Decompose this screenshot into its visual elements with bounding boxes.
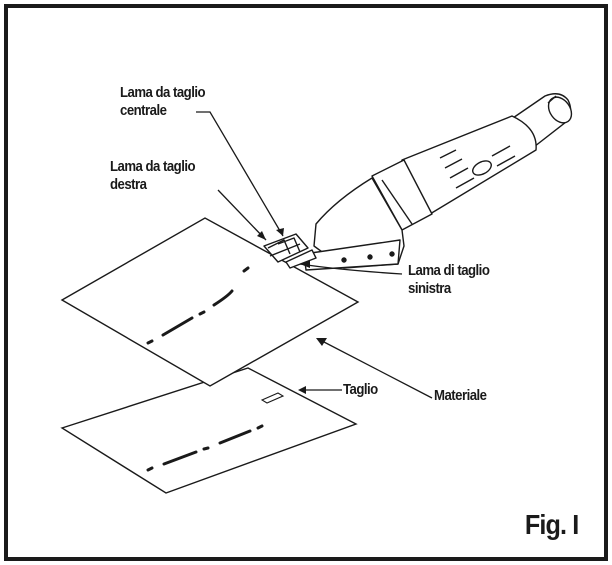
label-right-blade: Lama da taglio destra — [110, 158, 196, 194]
label-cut: Taglio — [343, 381, 378, 398]
lower-sheet — [60, 367, 358, 494]
upper-cut-line — [146, 266, 250, 345]
label-material: Materiale — [434, 387, 487, 404]
label-right-blade-line2: destra — [110, 176, 147, 193]
lower-cut-line — [146, 424, 264, 472]
arrowheads — [257, 228, 327, 394]
label-left-blade-line1: Lama di taglio — [408, 262, 490, 279]
air-shear-tool — [263, 93, 573, 271]
figure-number: Fig. I — [524, 509, 579, 540]
label-left-blade: Lama di taglio sinistra — [408, 262, 490, 298]
label-center-blade: Lama da taglio centrale — [120, 84, 206, 120]
label-left-blade-line2: sinistra — [408, 280, 451, 297]
label-center-blade-line1: Lama da taglio — [120, 84, 206, 101]
label-center-blade-line2: centrale — [120, 102, 167, 119]
upper-sheet — [60, 217, 360, 387]
label-right-blade-line1: Lama da taglio — [110, 158, 196, 175]
